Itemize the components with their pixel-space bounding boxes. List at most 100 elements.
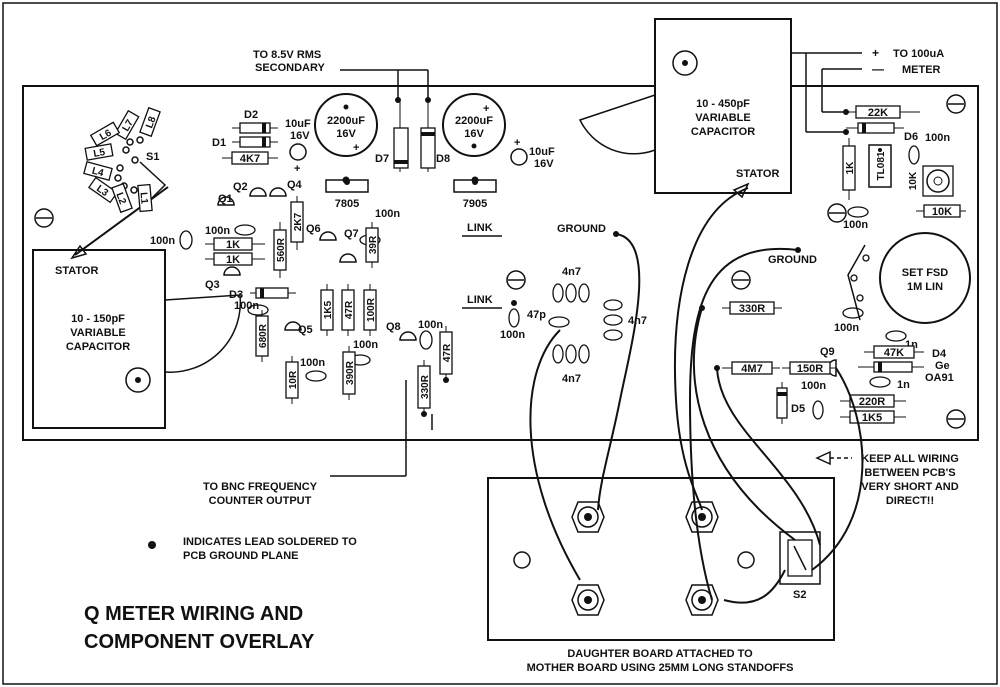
- pot-set-fsd: SET FSD 1M LIN: [847, 232, 971, 324]
- pot-line2: 1M LIN: [907, 281, 943, 293]
- svg-text:100n: 100n: [925, 132, 950, 144]
- svg-text:4n7: 4n7: [562, 373, 581, 385]
- svg-text:+: +: [353, 142, 359, 154]
- svg-text:L8: L8: [144, 115, 158, 130]
- transistor-q6: Q6: [306, 223, 337, 241]
- svg-text:100n: 100n: [375, 208, 400, 220]
- resistor-330r-a: 330R: [417, 360, 431, 414]
- secondary-leads: [340, 69, 429, 100]
- resistor-10r: 10R: [285, 356, 299, 404]
- cap-small-line3: CAPACITOR: [66, 341, 130, 353]
- meter-plus: +: [872, 46, 879, 60]
- svg-text:100R: 100R: [366, 297, 377, 322]
- resistor-1k-c: 1K: [842, 138, 856, 200]
- coil-l3: L3: [88, 176, 118, 204]
- transistor-q7: Q7: [339, 228, 359, 263]
- label-d2: D2: [244, 109, 258, 121]
- svg-text:+: +: [514, 137, 520, 149]
- diode-d7: [393, 100, 409, 172]
- svg-text:+: +: [294, 163, 300, 175]
- svg-text:4n7: 4n7: [628, 315, 647, 327]
- svg-text:TL081: TL081: [876, 151, 887, 180]
- resistor-39r: 39R: [365, 222, 379, 268]
- resistor-560r: 560R: [273, 222, 287, 278]
- bnc-socket-bottom-left: [571, 584, 605, 616]
- svg-text:100n: 100n: [500, 329, 525, 341]
- cap-small-line1: 10 - 150pF: [71, 313, 125, 325]
- cap-4n7-top: 4n7: [552, 266, 590, 303]
- svg-text:16V: 16V: [464, 128, 484, 140]
- svg-text:1n: 1n: [897, 379, 910, 391]
- diode-d4: [858, 361, 924, 373]
- svg-text:Q4: Q4: [287, 179, 303, 191]
- svg-text:10uF: 10uF: [529, 146, 555, 158]
- svg-text:L5: L5: [93, 147, 107, 160]
- daughter-board: S2: [487, 477, 835, 641]
- mother-board-outline: [22, 85, 979, 441]
- ground-label-2: GROUND: [768, 254, 817, 266]
- label-oa91: OA91: [925, 372, 954, 384]
- coil-l4: L4: [83, 161, 113, 181]
- svg-text:100n: 100n: [150, 235, 175, 247]
- svg-text:L2: L2: [113, 191, 127, 206]
- cap-1n-b: 1n: [869, 376, 910, 391]
- svg-text:100n: 100n: [418, 319, 443, 331]
- resistor-680r: 680R: [255, 310, 269, 362]
- svg-text:330R: 330R: [420, 374, 431, 399]
- secondary-note-line2: SECONDARY: [255, 62, 326, 74]
- resistor-47r-a: 47R: [341, 284, 355, 336]
- svg-text:L6: L6: [98, 127, 114, 143]
- svg-text:Q3: Q3: [205, 279, 220, 291]
- svg-text:L4: L4: [91, 166, 106, 180]
- svg-text:10R: 10R: [288, 370, 299, 389]
- svg-text:47R: 47R: [442, 343, 453, 362]
- coil-l7: L7: [114, 109, 140, 141]
- transistor-q4: Q4: [269, 179, 303, 197]
- svg-text:100n: 100n: [300, 357, 325, 369]
- svg-text:Q2: Q2: [233, 181, 248, 193]
- variable-capacitor-small: STATOR 10 - 150pF VARIABLE CAPACITOR: [32, 249, 242, 429]
- wiring-note-line3: VERY SHORT AND: [861, 481, 958, 493]
- svg-text:2K7: 2K7: [293, 212, 304, 231]
- svg-text:100n: 100n: [353, 339, 378, 351]
- svg-text:Q6: Q6: [306, 223, 321, 235]
- ground-label-1: GROUND: [557, 223, 606, 235]
- bnc-note-line2: COUNTER OUTPUT: [209, 495, 312, 507]
- link-1: LINK: [462, 222, 502, 237]
- title-line2: COMPONENT OVERLAY: [84, 631, 315, 653]
- svg-text:2200uF: 2200uF: [455, 115, 493, 127]
- switch-s1-label: S1: [146, 151, 159, 163]
- resistor-1k5-b: 1K5: [840, 410, 906, 424]
- svg-text:16V: 16V: [290, 130, 310, 142]
- switch-s2: S2: [779, 531, 821, 601]
- wiring-note-line4: DIRECT!!: [886, 495, 934, 507]
- secondary-note-line1: TO 8.5V RMS: [253, 49, 321, 61]
- electrolytic-2200uf-left: 2200uF 16V +: [314, 93, 378, 157]
- cap-100n-h: 100n: [500, 308, 525, 341]
- svg-text:2200uF: 2200uF: [327, 115, 365, 127]
- svg-text:220R: 220R: [859, 396, 885, 408]
- svg-text:100n: 100n: [834, 322, 859, 334]
- transistor-q3: Q3: [205, 266, 241, 291]
- mounting-hole-bottom-right: [946, 409, 966, 429]
- diode-d8: [420, 100, 436, 172]
- svg-text:47K: 47K: [884, 347, 904, 359]
- variable-capacitor-large: 10 - 450pF VARIABLE CAPACITOR STATOR: [578, 18, 792, 194]
- resistor-10k: 10K: [916, 204, 966, 218]
- cap-100n-b: 100n: [205, 224, 256, 237]
- svg-text:100n: 100n: [843, 219, 868, 231]
- svg-text:Q9: Q9: [820, 346, 835, 358]
- svg-text:16V: 16V: [534, 158, 554, 170]
- stator-label-small: STATOR: [55, 265, 98, 277]
- bnc-socket-top-left: [571, 501, 605, 533]
- svg-text:10K: 10K: [932, 206, 952, 218]
- wiring: [330, 187, 864, 604]
- mounting-hole-left: [34, 208, 54, 228]
- daughter-note-line2: MOTHER BOARD USING 25MM LONG STANDOFFS: [527, 662, 794, 674]
- svg-text:1K5: 1K5: [862, 412, 882, 424]
- svg-text:L1: L1: [138, 192, 150, 205]
- bnc-note-line1: TO BNC FREQUENCY: [203, 481, 318, 493]
- svg-text:39R: 39R: [368, 235, 379, 254]
- svg-text:150R: 150R: [797, 363, 823, 375]
- svg-text:47R: 47R: [344, 300, 355, 319]
